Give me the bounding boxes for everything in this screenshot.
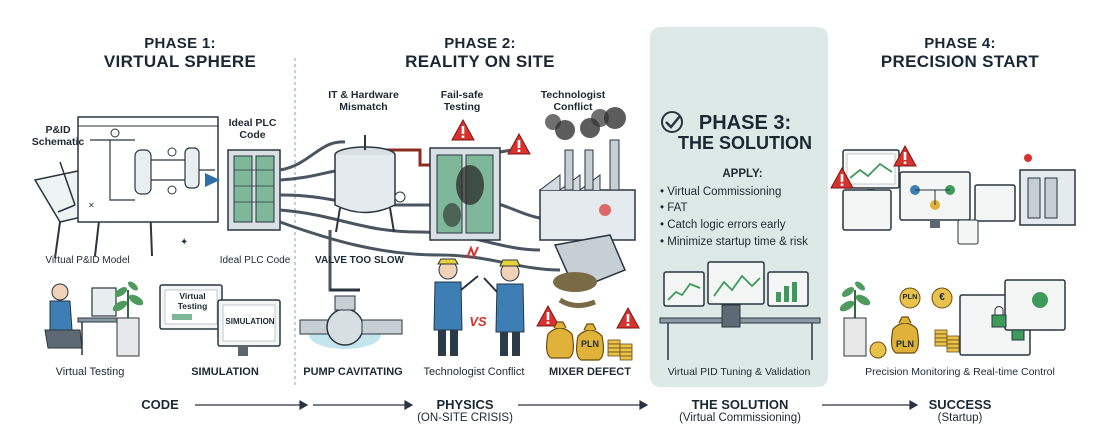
money-bags-profit: [869, 287, 960, 359]
plant-pot: [843, 317, 867, 357]
simulation-monitors: [159, 284, 281, 356]
label-ideal-plc-code-bottom: Ideal PLC Code: [219, 255, 291, 266]
caption-pid-tuning: Virtual PID Tuning & Validation: [667, 366, 811, 378]
factory-smoking: [539, 107, 636, 241]
flow-success-label: SUCCESS: [928, 397, 992, 412]
flow-success-sub: (Startup): [937, 412, 983, 425]
label-it-hardware-mismatch: IT & Hardware Mismatch: [328, 89, 399, 114]
control-room-screens: [842, 149, 1076, 245]
pid-tuning-workstation: [659, 261, 821, 360]
label-pln-profit-bag: PLN: [896, 339, 914, 349]
flow-physics-label: PHYSICS: [436, 397, 494, 412]
warning-icon: [616, 307, 640, 329]
caption-virtual-testing: Virtual Testing: [55, 366, 125, 378]
caption-technologist-conflict: Technologist Conflict: [423, 366, 525, 378]
phase4-name: PRECISION START: [880, 52, 1040, 72]
phase4-title: PHASE 4: PRECISION START: [870, 35, 1050, 72]
apply-item: FAT: [660, 200, 825, 217]
phase1-name: VIRTUAL SPHERE: [103, 52, 257, 72]
apply-heading: APPLY:: [722, 168, 763, 180]
virtual-testing-person: [44, 283, 124, 355]
screen-simulation: SIMULATION: [225, 317, 275, 326]
apply-list: APPLY: Virtual Commissioning FAT Catch l…: [660, 166, 825, 250]
ideal-plc-cabinet: [205, 149, 281, 231]
secure-monitors: [959, 279, 1066, 356]
plant-icon: [837, 278, 873, 319]
label-vs: VS: [469, 314, 487, 329]
checkmark-icon: [661, 111, 683, 133]
label-ideal-plc-code-top: Ideal PLC Code: [228, 117, 277, 142]
apply-item: Minimize startup time & risk: [660, 234, 825, 251]
pid-schematic-window: ✕ ✦: [77, 116, 219, 248]
phase3-title: PHASE 3: THE SOLUTION: [670, 112, 820, 154]
caption-simulation: SIMULATION: [191, 366, 259, 378]
screen-virtual-testing: Virtual Testing: [177, 291, 208, 311]
apply-item: Catch logic errors early: [660, 217, 825, 234]
label-euro: €: [939, 292, 945, 303]
phase3-number: PHASE 3:: [698, 112, 792, 134]
label-failsafe-testing: Fail-safe Testing: [440, 89, 484, 114]
label-pln-profit-coin: PLN: [902, 292, 918, 301]
label-technologist-conflict-top: Technologist Conflict: [540, 89, 606, 114]
flow-solution-label: THE SOLUTION: [691, 397, 789, 412]
flow-arrows: [195, 399, 919, 411]
warning-icon: [507, 133, 531, 155]
phase2-name: REALITY ON SITE: [405, 52, 555, 72]
flow-solution-sub: (Virtual Commissioning): [679, 412, 801, 425]
caption-precision-monitoring: Precision Monitoring & Real-time Control: [865, 366, 1055, 378]
flow-physics-sub: (ON-SITE CRISIS): [417, 412, 513, 425]
flow-solution: THE SOLUTION (Virtual Commissioning): [655, 397, 825, 425]
flow-physics: PHYSICS (ON-SITE CRISIS): [405, 397, 525, 425]
label-virtual-pid-model: Virtual P&ID Model: [45, 255, 130, 266]
phase2-number: PHASE 2:: [444, 35, 516, 52]
pump-cavitating: [299, 288, 403, 349]
label-valve-too-slow: VALVE TOO SLOW: [315, 255, 404, 266]
svg-text:✦: ✦: [180, 237, 188, 248]
apply-item: Virtual Commissioning: [660, 184, 825, 201]
mixer-defect: [553, 234, 626, 308]
mixing-tank: [334, 135, 406, 233]
warning-icon: [451, 119, 475, 141]
phase4-number: PHASE 4:: [924, 35, 996, 52]
label-pln-loss: PLN: [581, 339, 599, 349]
phase1-title: PHASE 1: VIRTUAL SPHERE: [95, 35, 265, 72]
phase2-title: PHASE 2: REALITY ON SITE: [390, 35, 570, 72]
damaged-plc-cabinet: [429, 147, 501, 241]
label-pid-schematic: P&ID Schematic: [31, 124, 85, 149]
plant-pot: [116, 317, 140, 357]
caption-mixer-defect: MIXER DEFECT: [549, 366, 631, 378]
warning-icon: [536, 305, 560, 327]
flow-code: CODE: [120, 397, 200, 412]
phase1-number: PHASE 1:: [144, 35, 216, 52]
phase3-name: THE SOLUTION: [678, 133, 812, 153]
svg-text:✕: ✕: [88, 201, 95, 210]
flow-code-label: CODE: [141, 397, 179, 412]
flow-success: SUCCESS (Startup): [910, 397, 1010, 425]
arguing-technologists: [433, 245, 525, 356]
caption-pump-cavitating: PUMP CAVITATING: [303, 366, 403, 378]
